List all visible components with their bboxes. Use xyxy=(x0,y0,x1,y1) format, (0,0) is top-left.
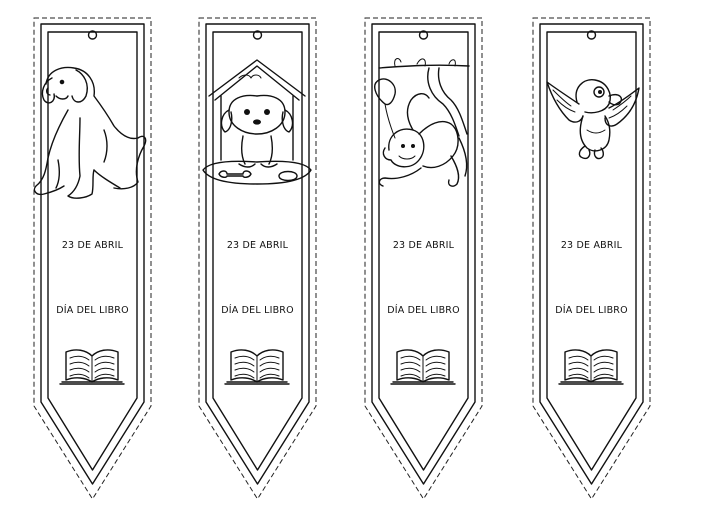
bookmark-date: 23 DE ABRIL xyxy=(561,240,623,251)
monkey-illustration xyxy=(374,58,470,187)
bookmark-3: 23 DE ABRIL DÍA DEL LIBRO xyxy=(364,17,483,500)
bookmark-event: DÍA DEL LIBRO xyxy=(221,304,294,316)
bookmark-2: 23 DE ABRIL DÍA DEL LIBRO xyxy=(198,17,317,500)
bookmark-event: DÍA DEL LIBRO xyxy=(555,304,628,316)
bookmark-date: 23 DE ABRIL xyxy=(62,240,124,251)
open-book-icon xyxy=(59,349,125,385)
bookmark-date: 23 DE ABRIL xyxy=(227,240,289,251)
bird-illustration xyxy=(546,79,640,160)
dog-illustration xyxy=(33,66,147,199)
bookmark-event: DÍA DEL LIBRO xyxy=(56,304,129,316)
puppy-doghouse-illustration xyxy=(202,59,312,185)
bookmark-event: DÍA DEL LIBRO xyxy=(387,304,460,316)
open-book-icon xyxy=(224,349,290,385)
bookmark-date: 23 DE ABRIL xyxy=(393,240,455,251)
open-book-icon xyxy=(558,349,624,385)
open-book-icon xyxy=(390,349,456,385)
bookmark-4: 23 DE ABRIL DÍA DEL LIBRO xyxy=(532,17,651,500)
bookmark-1: 23 DE ABRIL DÍA DEL LIBRO xyxy=(33,17,152,500)
